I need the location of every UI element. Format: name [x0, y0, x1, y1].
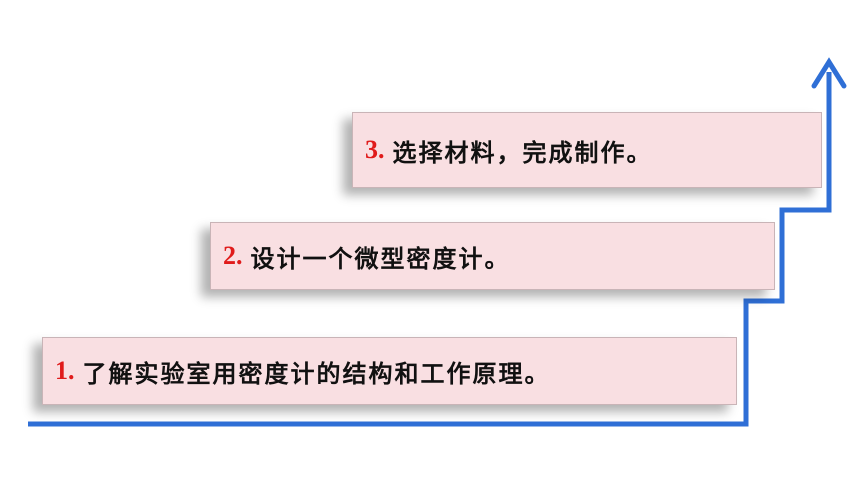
up-arrow-icon [811, 57, 847, 89]
step-box-1: 1. 了解实验室用密度计的结构和工作原理。 [42, 337, 737, 405]
step-text-3: 选择材料，完成制作。 [392, 138, 653, 167]
step-text-1: 了解实验室用密度计的结构和工作原理。 [82, 359, 551, 388]
step-text-2: 设计一个微型密度计。 [250, 244, 511, 273]
step-number-2: 2. [223, 241, 243, 270]
staircase-line [28, 72, 832, 427]
step-box-2: 2. 设计一个微型密度计。 [210, 222, 775, 290]
step-box-3: 3. 选择材料，完成制作。 [352, 112, 822, 188]
step-number-1: 1. [55, 356, 75, 385]
step-number-3: 3. [365, 135, 385, 164]
